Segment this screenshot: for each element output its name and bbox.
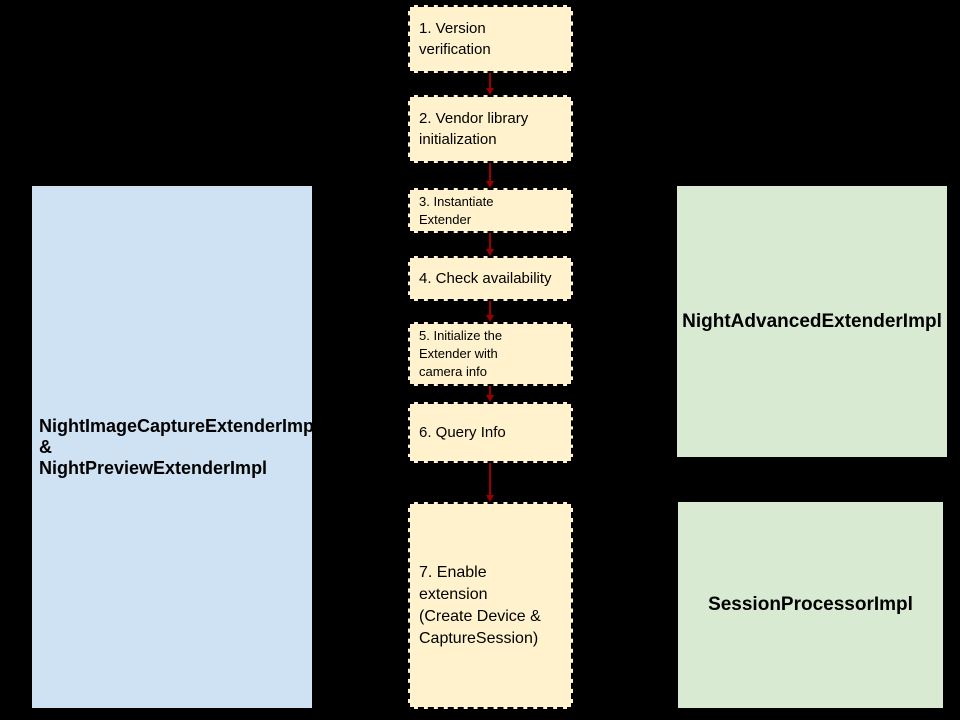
step-version-verification-label: 1. Version verification — [419, 20, 491, 58]
left-panel-label: NightImageCaptureExtenderImpl & NightPre… — [39, 415, 320, 478]
arrow-step2-to-step3 — [486, 163, 494, 188]
arrow-step1-to-step2 — [486, 73, 494, 95]
step-vendor-library-initialization-label: 2. Vendor library initialization — [419, 110, 529, 148]
step-query-info: 6. Query Info — [408, 402, 573, 463]
right-panel-night-advanced-extender-label: NightAdvancedExtenderImpl — [682, 310, 942, 332]
step-check-availability: 4. Check availability — [408, 256, 573, 301]
left-panel-night-image-capture-extender: NightImageCaptureExtenderImpl & NightPre… — [32, 186, 319, 708]
arrow-step6-to-step7 — [486, 463, 494, 502]
step-enable-extension: 7. Enable extension (Create Device & Cap… — [408, 502, 573, 709]
step-instantiate-extender: 3. Instantiate Extender — [408, 188, 573, 233]
arrow-step3-to-step4 — [486, 233, 494, 256]
arrow-step5-to-step6 — [486, 386, 494, 402]
step-instantiate-extender-label: 3. Instantiate Extender — [419, 193, 494, 227]
step-initialize-extender: 5. Initialize the Extender with camera i… — [408, 322, 573, 386]
right-panel-session-processor-label: SessionProcessorImpl — [708, 594, 913, 615]
right-panel-session-processor: SessionProcessorImpl — [678, 502, 943, 708]
step-query-info-label: 6. Query Info — [419, 424, 506, 441]
right-panel-night-advanced-extender: NightAdvancedExtenderImpl — [677, 186, 947, 457]
step-vendor-library-initialization: 2. Vendor library initialization — [408, 95, 573, 163]
step-initialize-extender-label: 5. Initialize the Extender with camera i… — [419, 328, 503, 379]
step-check-availability-label: 4. Check availability — [419, 270, 552, 287]
step-enable-extension-label: 7. Enable extension (Create Device & Cap… — [419, 563, 541, 647]
arrow-step4-to-step5 — [486, 301, 494, 322]
step-version-verification: 1. Version verification — [408, 5, 573, 73]
